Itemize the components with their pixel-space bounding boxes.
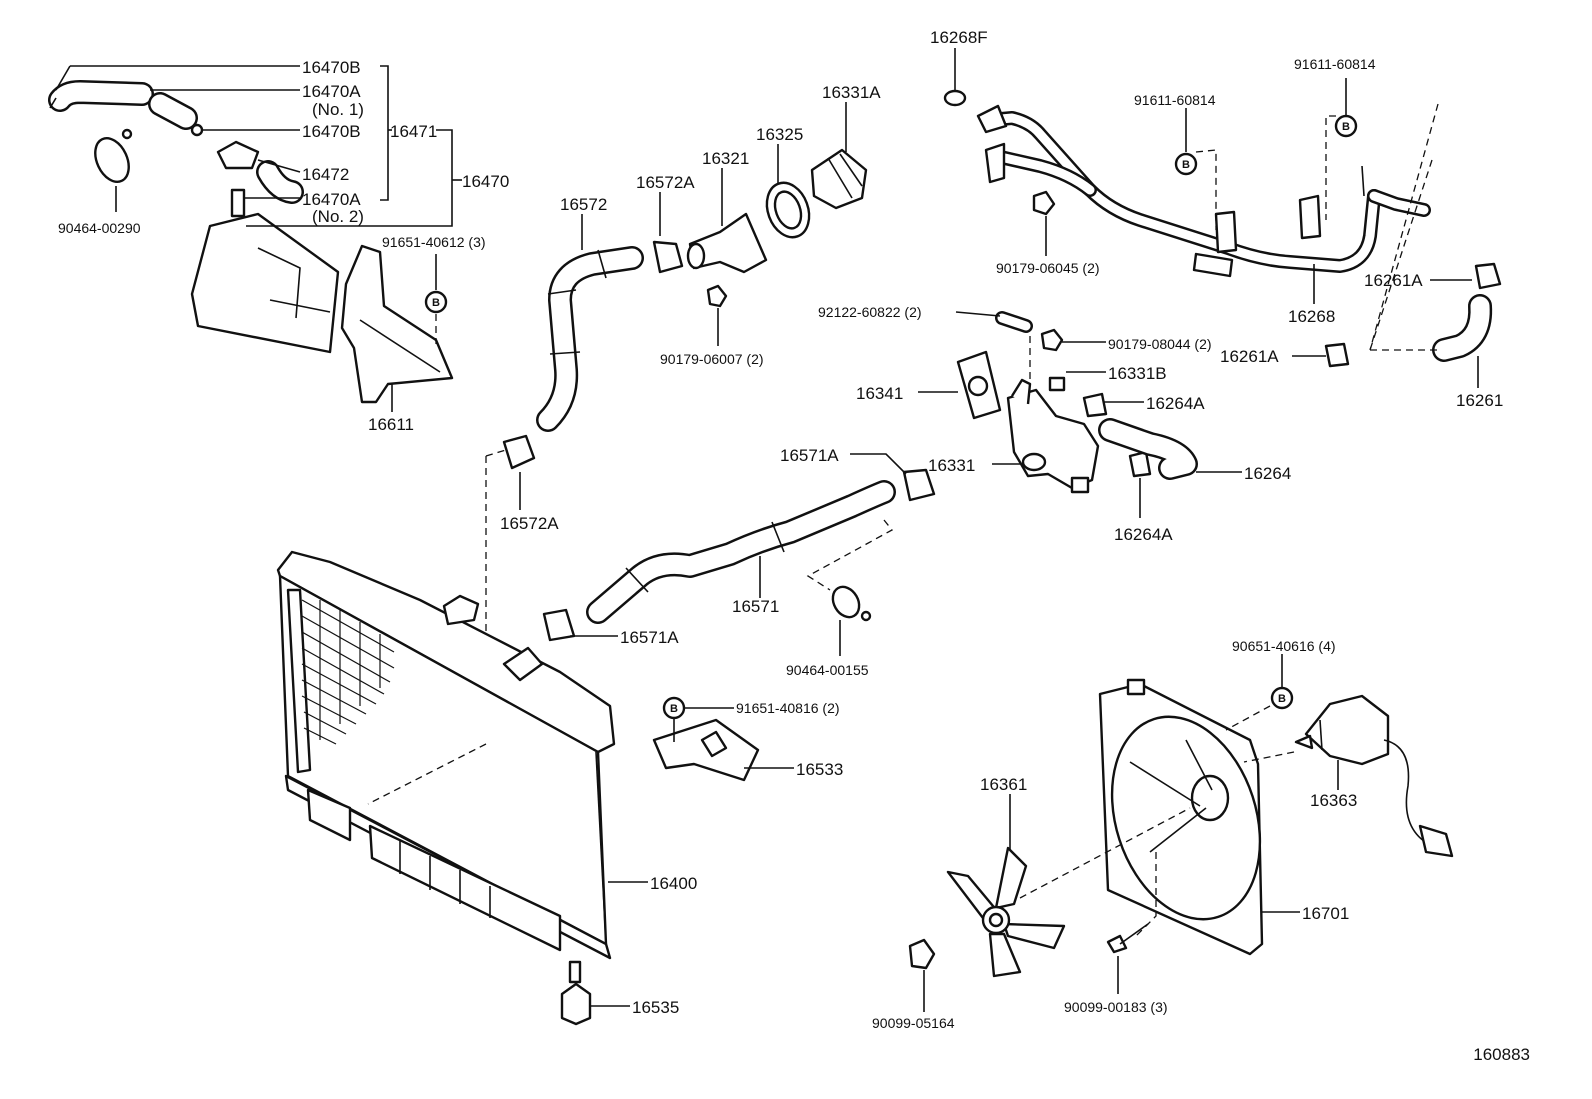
fan-motor xyxy=(1304,694,1390,766)
fan-nut xyxy=(908,938,936,970)
fan-group: 90651-40616 (4) B 16363 16361 16701 9009… xyxy=(872,638,1454,1031)
bolt-marker-b-1-text: B xyxy=(432,297,440,309)
callout-91651-40612: 91651-40612 (3) xyxy=(382,234,486,250)
callout-16470B-2: 16470B xyxy=(302,122,361,141)
hose-clamp-16264A-upper xyxy=(1082,392,1108,418)
callout-91611-60814-2: 91611-60814 xyxy=(1294,56,1376,72)
callout-16264: 16264 xyxy=(1244,464,1291,483)
reservoir-cover-plug xyxy=(94,137,130,183)
bolt-marker-b-3 xyxy=(1334,114,1358,138)
pipe-gasket xyxy=(943,89,967,107)
radiator-group: B 91651-40816 (2) 16533 16400 16535 xyxy=(276,550,843,1026)
bypass-pipe-group: 16268F 91611-60814 B 91611-60814 B 90179… xyxy=(930,28,1503,410)
hose-clamp-16571A-lower xyxy=(542,608,576,642)
bolt-marker-b-2-text: B xyxy=(1182,159,1190,171)
callout-16261A-2: 16261A xyxy=(1220,347,1279,366)
callout-16571: 16571 xyxy=(732,597,779,616)
cooling-fan xyxy=(946,846,1066,978)
callout-90179-06045: 90179-06045 (2) xyxy=(996,260,1100,276)
callout-16571A-1: 16571A xyxy=(780,446,839,465)
callout-16470A-1-note: (No. 1) xyxy=(312,100,364,119)
shroud-screw xyxy=(1106,934,1128,954)
reservoir-tube-no2 xyxy=(230,188,246,218)
callout-16264A-2: 16264A xyxy=(1114,525,1173,544)
callout-16341: 16341 xyxy=(856,384,903,403)
reservoir-tank xyxy=(190,212,340,354)
hose-clamp-16572A-upper xyxy=(652,240,684,274)
callout-16611: 16611 xyxy=(368,415,414,434)
figure-number: 160883 xyxy=(1473,1045,1530,1064)
radiator-cap xyxy=(442,594,480,626)
outlet-nut xyxy=(706,284,728,308)
hose-clamp-16571A-upper xyxy=(902,468,936,502)
radiator-support-cushion xyxy=(652,718,760,782)
pipe-bracket-2 xyxy=(1298,194,1322,240)
inlet-plug xyxy=(1048,376,1066,392)
callout-16261: 16261 xyxy=(1456,391,1503,410)
callout-16471: 16471 xyxy=(390,122,437,141)
callout-90464-00155: 90464-00155 xyxy=(786,662,869,678)
callout-16261A-1: 16261A xyxy=(1364,271,1423,290)
callout-16331: 16331 xyxy=(928,456,975,475)
callout-16361: 16361 xyxy=(980,775,1027,794)
callout-90464-00290: 90464-00290 xyxy=(58,220,141,236)
callout-91611-60814-1: 91611-60814 xyxy=(1134,92,1216,108)
upper-hose-thermostat-group: 16572 16572A 16321 16325 16331A 90179-06… xyxy=(485,83,881,744)
water-inlet-group: 92122-60822 (2) 90179-08044 (2) 16331B 1… xyxy=(818,304,1291,544)
callout-16572A-1: 16572A xyxy=(636,173,695,192)
inlet-nut xyxy=(1040,328,1064,352)
callout-16268F: 16268F xyxy=(930,28,988,47)
callout-16264A-1: 16264A xyxy=(1146,394,1205,413)
callout-16470A-2-note: (No. 2) xyxy=(312,207,364,226)
callout-90099-00183: 90099-00183 (3) xyxy=(1064,999,1168,1015)
callout-16572A-2: 16572A xyxy=(500,514,559,533)
callout-16331B: 16331B xyxy=(1108,364,1167,383)
callout-16400: 16400 xyxy=(650,874,697,893)
callout-16321: 16321 xyxy=(702,149,749,168)
bolt-marker-b-5 xyxy=(1270,686,1294,710)
callout-16572: 16572 xyxy=(560,195,607,214)
reservoir-cap xyxy=(216,140,260,170)
callout-16470: 16470 xyxy=(462,172,509,191)
bolt-marker-b-3-text: B xyxy=(1342,121,1350,133)
callout-90179-06007: 90179-06007 (2) xyxy=(660,351,764,367)
hose-clamp-16261A-lower xyxy=(1324,342,1350,368)
callout-92122-60822: 92122-60822 (2) xyxy=(818,304,922,320)
callout-90179-08044: 90179-08044 (2) xyxy=(1108,336,1212,352)
callout-16571A-2: 16571A xyxy=(620,628,679,647)
pipe-bracket-1 xyxy=(1214,210,1238,254)
callout-16331A: 16331A xyxy=(822,83,881,102)
callout-16325: 16325 xyxy=(756,125,803,144)
callout-16470B-1: 16470B xyxy=(302,58,361,77)
pipe-nut xyxy=(1032,190,1056,216)
callout-16535: 16535 xyxy=(632,998,679,1017)
callout-16701: 16701 xyxy=(1302,904,1349,923)
callout-16472: 16472 xyxy=(302,165,349,184)
reservoir-bracket xyxy=(340,244,454,404)
fan-motor-connector xyxy=(1418,824,1454,858)
bolt-marker-b-2 xyxy=(1174,152,1198,176)
radiator-fins xyxy=(301,599,395,745)
callout-16470A-2: 16470A xyxy=(302,190,361,209)
hose-clamp-16261A-upper xyxy=(1474,262,1502,290)
bolt-marker-b-5-text: B xyxy=(1278,693,1286,705)
radiator-lower-cushion xyxy=(560,982,592,1026)
callout-91651-40816: 91651-40816 (2) xyxy=(736,700,840,716)
callout-16470A-1: 16470A xyxy=(302,82,361,101)
hose-cover-plug xyxy=(831,585,861,619)
callout-90099-05164: 90099-05164 xyxy=(872,1015,955,1031)
callout-90651-40616: 90651-40616 (4) xyxy=(1232,638,1336,654)
thermostat xyxy=(810,148,868,210)
reservoir-group: 16470B 16470A (No. 1) 16470B 16471 16472… xyxy=(48,58,509,434)
lower-hose-group: 16571A 16571 16571A 90464-00155 xyxy=(542,446,936,678)
bolt-marker-b-4 xyxy=(662,696,686,720)
hose-clamp-16572A-lower xyxy=(502,434,536,470)
hose-clip-16470B xyxy=(190,123,204,137)
callout-16533: 16533 xyxy=(796,760,843,779)
bolt-marker-b-1 xyxy=(424,290,448,314)
callout-16363: 16363 xyxy=(1310,791,1357,810)
callout-16268: 16268 xyxy=(1288,307,1335,326)
bolt-marker-b-4-text: B xyxy=(670,703,678,715)
